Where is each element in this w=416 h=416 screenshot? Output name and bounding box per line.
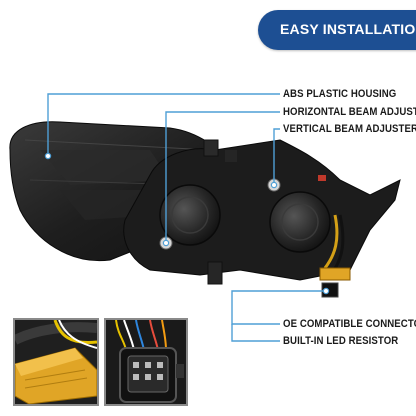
callout-horizontal-beam-adjuster: HORIZONTAL BEAM ADJUSTER: [283, 106, 416, 118]
callout-vertical-beam-adjuster: VERTICAL BEAM ADJUSTER: [283, 123, 416, 135]
callout-abs-plastic-housing: ABS PLASTIC HOUSING: [283, 88, 397, 100]
wire-connector-icon: [106, 320, 186, 404]
banner-title: EASY INSTALLATION: [280, 21, 416, 37]
led-resistor-icon: [15, 320, 97, 404]
callout-oe-compatible-connector: OE COMPATIBLE CONNECTOR: [283, 318, 416, 330]
led-resistor-thumbnail: [13, 318, 99, 406]
easy-installation-banner: EASY INSTALLATION: [258, 10, 416, 50]
oe-connector-thumbnail: [104, 318, 188, 406]
callout-built-in-led-resistor: BUILT-IN LED RESISTOR: [283, 335, 399, 347]
